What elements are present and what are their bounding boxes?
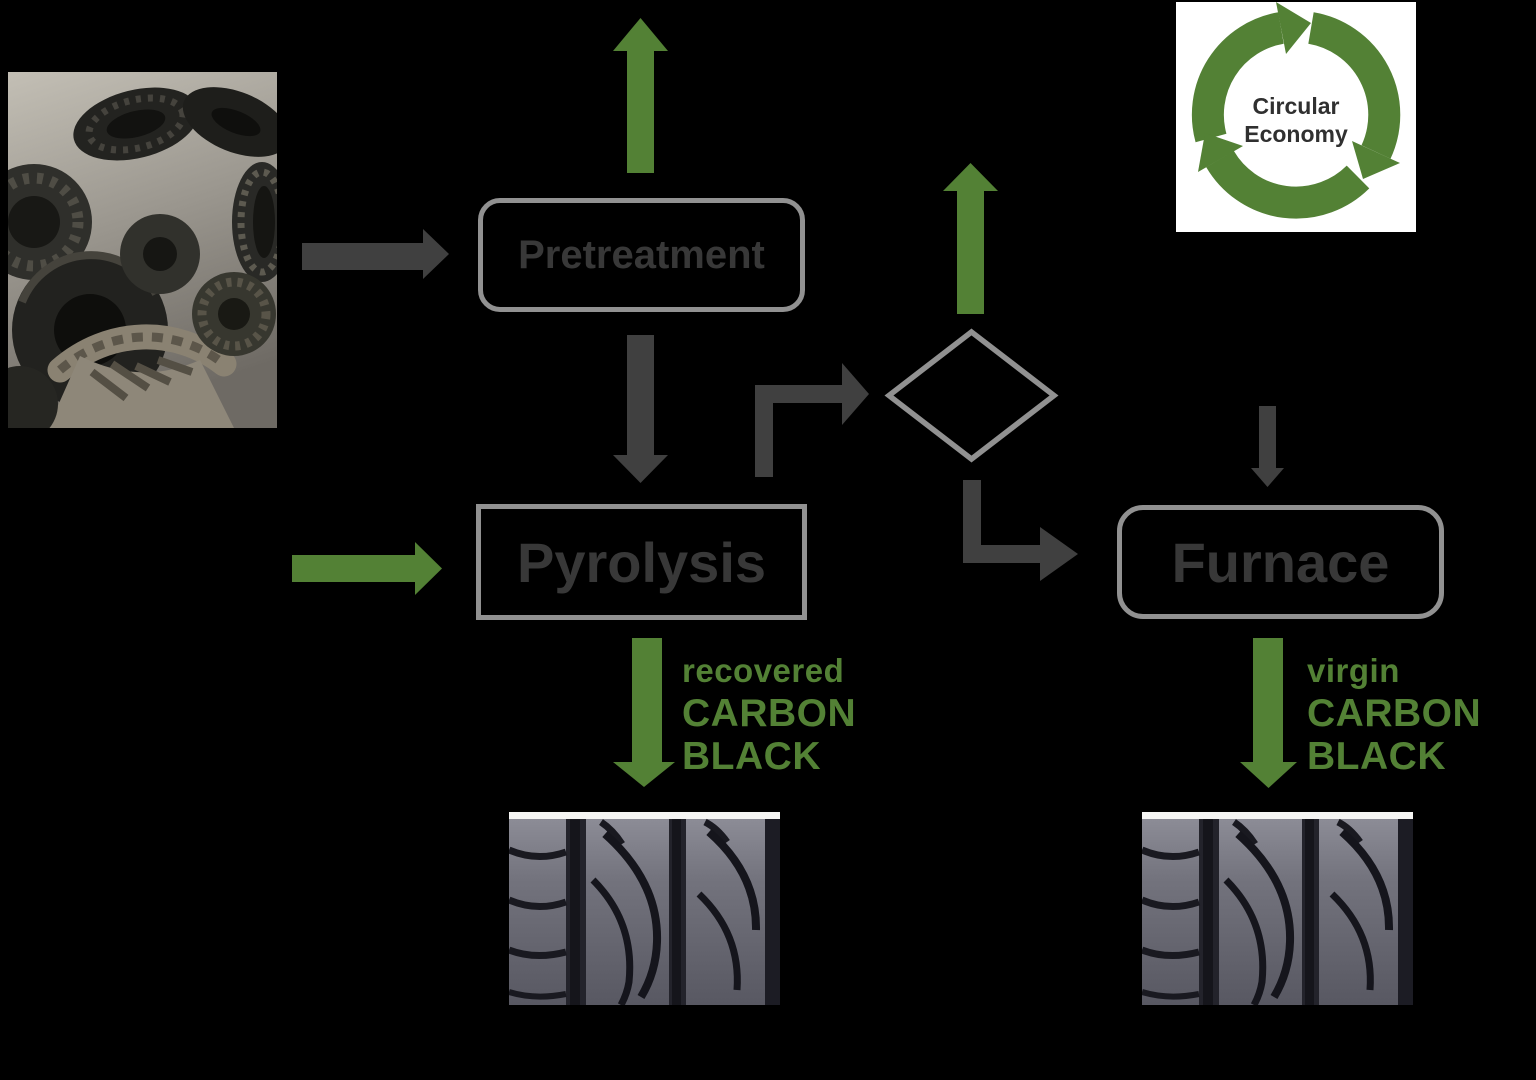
logo-text-line1: Circular [1253,93,1340,119]
recovered-carbon: CARBON [682,692,857,735]
virgin-black: BLACK [1307,735,1446,778]
virgin-carbon: CARBON [1307,692,1482,735]
arrow-pretreatment-to-pyrolysis [613,335,668,483]
virgin-qualifier: virgin [1307,652,1400,689]
green-down-arrow-recovered [613,638,675,787]
scrap-tire-pile-image [8,72,277,428]
green-up-arrow-decision [943,163,998,314]
arrow-decision-to-furnace [963,480,1078,581]
recycle-arrows-icon [1191,2,1401,219]
arrow-pyrolysis-to-decision [755,363,869,477]
arrow-tires-to-pretreatment [302,229,449,279]
tire-tread-image-virgin [1142,812,1413,1005]
pretreatment-label: Pretreatment [518,232,765,277]
pyrolysis-label: Pyrolysis [516,530,767,594]
furnace-label: Furnace [1171,530,1390,594]
green-arrow-into-pyrolysis [292,542,442,595]
furnace-node: Furnace [1117,505,1444,619]
virgin-carbon-black-label: virgin CARBON BLACK [1307,650,1481,778]
arrow-into-furnace [1251,406,1284,487]
green-up-arrow-pretreatment [613,18,668,173]
green-down-arrow-virgin [1240,638,1297,788]
circular-economy-logo: Circular Economy [1176,2,1416,232]
recovered-black: BLACK [682,735,821,778]
recovered-carbon-black-label: recovered CARBON BLACK [682,650,856,778]
recovered-qualifier: recovered [682,652,845,689]
tire-tread-image-recovered [509,812,780,1005]
decision-diamond [884,328,1059,463]
pretreatment-node: Pretreatment [478,198,805,312]
pyrolysis-node: Pyrolysis [476,504,807,620]
logo-text-line2: Economy [1244,121,1348,147]
